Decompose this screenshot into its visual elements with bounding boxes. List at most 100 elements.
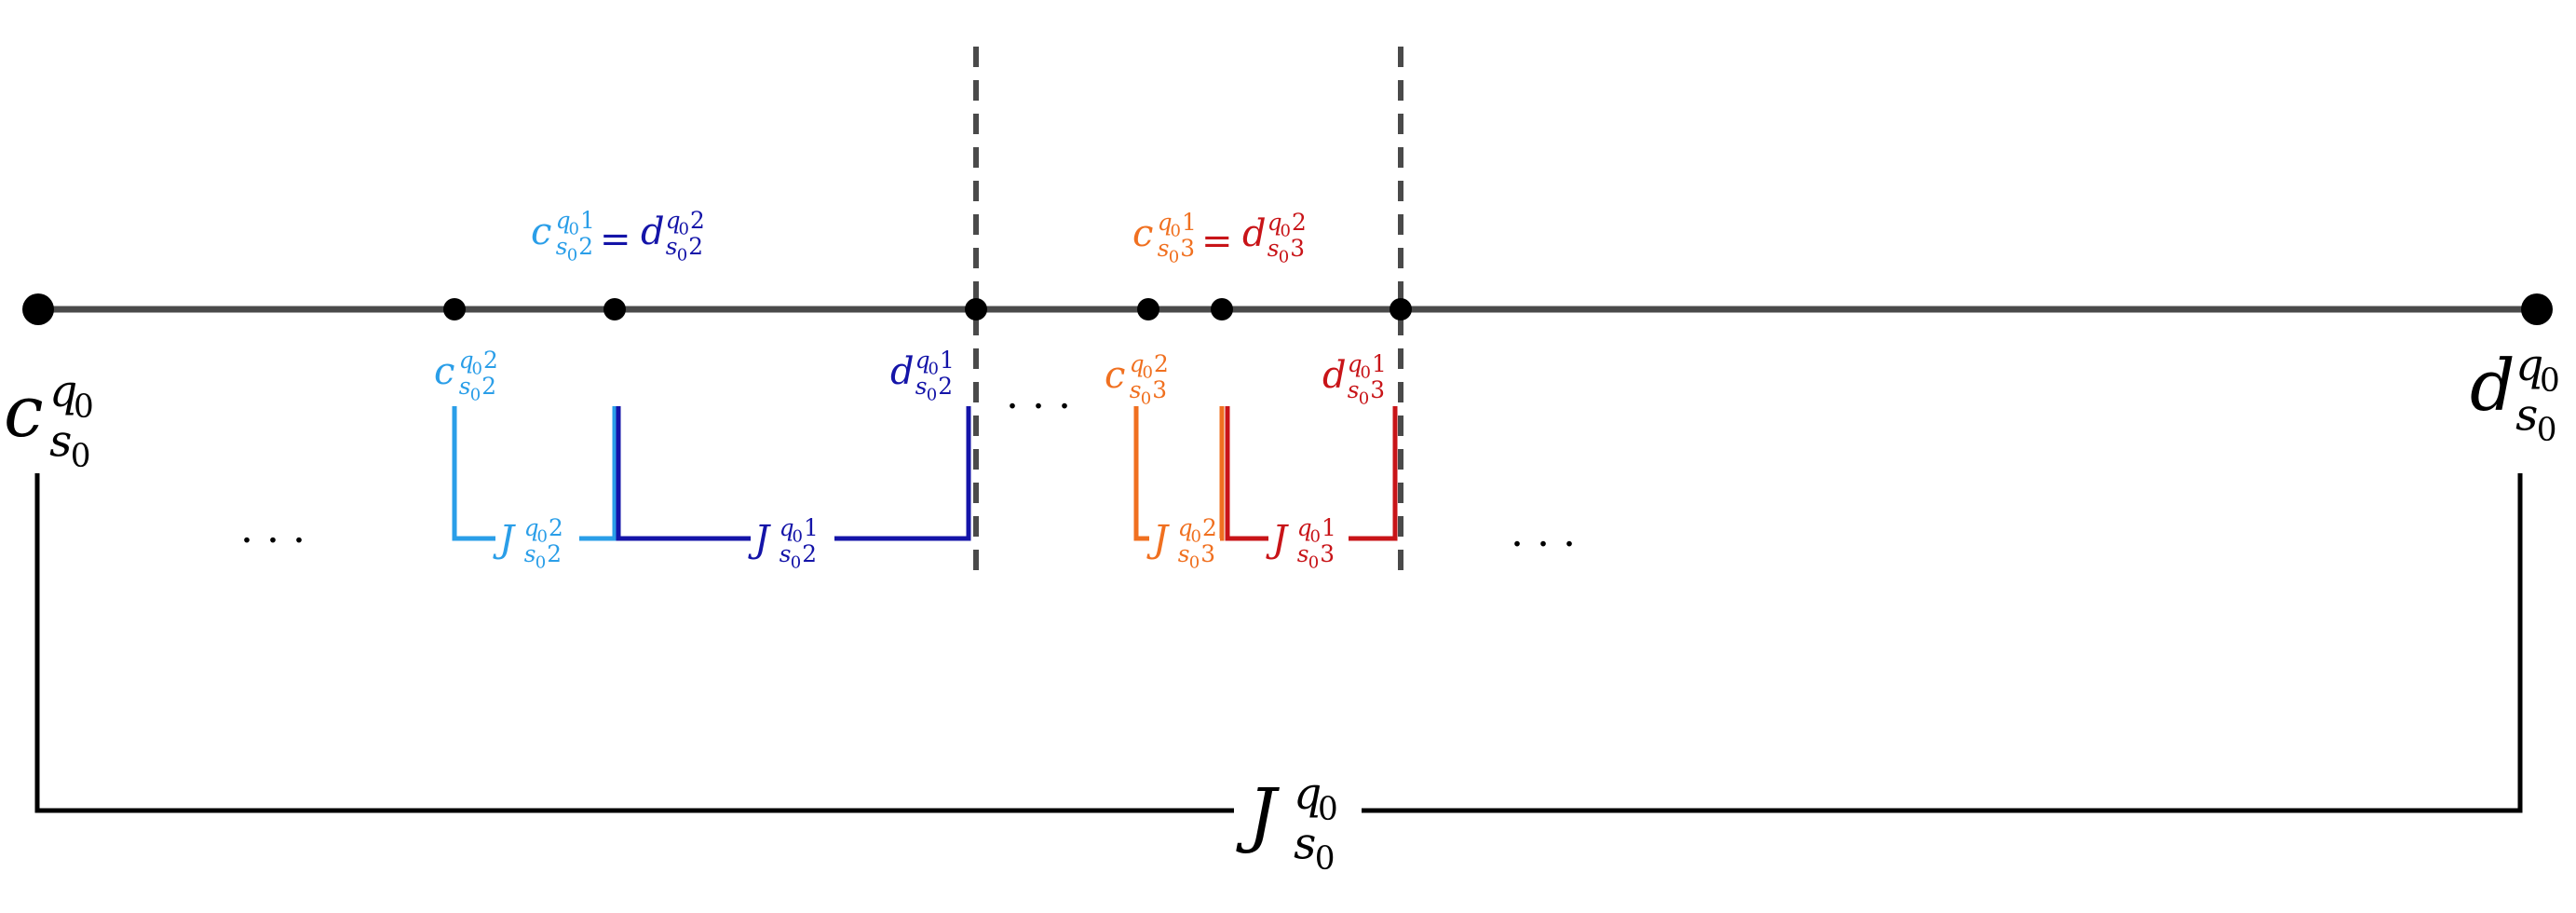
math-superscript-index: 0 bbox=[1360, 362, 1370, 382]
math-subscript: s bbox=[1130, 376, 1142, 403]
math-subscript-index: 0 bbox=[536, 552, 546, 572]
math-superscript-index: 0 bbox=[536, 526, 547, 546]
math-base: d bbox=[890, 350, 915, 393]
math-base: c bbox=[531, 211, 551, 253]
math-subscript-tail: 2 bbox=[688, 233, 703, 260]
math-superscript: q bbox=[2515, 340, 2543, 391]
math-superscript-index: 0 bbox=[471, 359, 481, 378]
bracket-red bbox=[1225, 406, 1398, 541]
math-superscript-tail: 2 bbox=[690, 207, 705, 234]
math-subscript-index: 0 bbox=[2537, 412, 2557, 449]
math-base: J bbox=[1146, 518, 1170, 561]
math-superscript: q bbox=[1268, 209, 1282, 236]
math-subscript-tail: 2 bbox=[578, 233, 593, 260]
math-superscript-index: 0 bbox=[1170, 221, 1180, 240]
math-superscript-tail: 2 bbox=[1154, 350, 1169, 377]
equals-sign-s2: = bbox=[600, 218, 631, 261]
math-superscript-index: 0 bbox=[1190, 526, 1200, 546]
math-subscript: s bbox=[780, 540, 792, 567]
math-superscript-index: 0 bbox=[678, 219, 688, 238]
ellipsis-right: . . . bbox=[1511, 509, 1576, 556]
math-base: c bbox=[434, 350, 454, 393]
math-subscript-tail: 3 bbox=[1180, 235, 1195, 262]
math-subscript: s bbox=[1178, 540, 1190, 567]
point-c-q2-s3 bbox=[1137, 298, 1159, 320]
math-superscript: q bbox=[1348, 350, 1363, 377]
point-d-q1-s2 bbox=[965, 298, 987, 320]
math-superscript: q bbox=[1178, 514, 1193, 541]
math-base: c bbox=[4, 370, 44, 453]
math-subscript: s bbox=[459, 373, 471, 400]
math-superscript-tail: 1 bbox=[1182, 209, 1197, 236]
math-subscript-tail: 3 bbox=[1320, 540, 1335, 567]
math-superscript: q bbox=[1158, 209, 1173, 236]
point-c-q1-s3 bbox=[1211, 298, 1233, 320]
math-subscript-index: 0 bbox=[1141, 388, 1151, 408]
ellipsis-left: . . . bbox=[240, 505, 305, 552]
math-subscript-index: 0 bbox=[470, 385, 481, 404]
bracket-dark-blue bbox=[616, 406, 971, 541]
bracket-outer bbox=[34, 473, 2523, 813]
math-subscript-index: 0 bbox=[1169, 247, 1179, 266]
ellipsis-middle: . . . bbox=[1006, 371, 1071, 418]
math-superscript-tail: 1 bbox=[940, 347, 955, 374]
math-subscript: s bbox=[1297, 540, 1309, 567]
math-subscript-tail: 2 bbox=[802, 540, 817, 567]
math-superscript: q bbox=[915, 347, 930, 374]
math-subscript-tail: 2 bbox=[547, 540, 562, 567]
endpoint-left bbox=[22, 293, 54, 325]
math-superscript-tail: 2 bbox=[1292, 209, 1307, 236]
math-superscript-tail: 1 bbox=[804, 514, 819, 541]
math-subscript: s bbox=[524, 540, 536, 567]
math-superscript-tail: 1 bbox=[1322, 514, 1336, 541]
math-subscript-index: 0 bbox=[677, 245, 687, 265]
point-d-q1-s3 bbox=[1390, 298, 1412, 320]
math-superscript-index: 0 bbox=[928, 359, 938, 378]
math-superscript: q bbox=[49, 366, 77, 417]
math-subscript-index: 0 bbox=[927, 385, 937, 404]
math-subscript-tail: 3 bbox=[1200, 540, 1215, 567]
math-subscript: s bbox=[666, 233, 678, 260]
math-superscript-tail: 1 bbox=[1372, 350, 1387, 377]
math-subscript: s bbox=[49, 416, 72, 467]
math-subscript: s bbox=[915, 373, 928, 400]
math-base: d bbox=[641, 211, 665, 253]
math-base: d bbox=[2470, 344, 2515, 427]
math-subscript-tail: 2 bbox=[938, 373, 953, 400]
bracket-light-blue bbox=[452, 406, 617, 541]
math-subscript-index: 0 bbox=[567, 245, 577, 265]
math-subscript: s bbox=[1348, 376, 1360, 403]
math-superscript-tail: 2 bbox=[483, 347, 498, 374]
math-base: c bbox=[1105, 354, 1125, 397]
math-subscript: s bbox=[1268, 235, 1280, 262]
math-subscript-index: 0 bbox=[791, 552, 801, 572]
math-superscript-index: 0 bbox=[1280, 221, 1290, 240]
math-superscript-index: 0 bbox=[1309, 526, 1320, 546]
math-base: J bbox=[1236, 772, 1280, 855]
math-superscript-index: 0 bbox=[568, 219, 578, 238]
math-base: J bbox=[1266, 518, 1289, 561]
math-subscript-tail: 2 bbox=[481, 373, 496, 400]
math-superscript: q bbox=[666, 207, 681, 234]
point-c-q1-s2 bbox=[603, 298, 626, 320]
math-subscript-index: 0 bbox=[1189, 552, 1200, 572]
math-subscript-index: 0 bbox=[1359, 388, 1369, 408]
math-superscript: q bbox=[1294, 769, 1322, 820]
math-superscript: q bbox=[556, 207, 571, 234]
equals-sign-s3: = bbox=[1201, 220, 1233, 263]
